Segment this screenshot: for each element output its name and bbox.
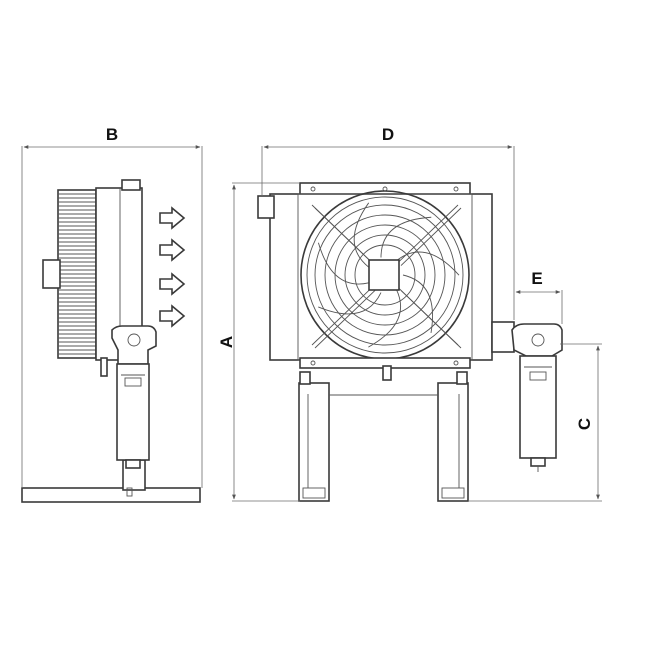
fan-brace (397, 204, 459, 263)
fan-blade (395, 251, 460, 276)
front-view (257, 182, 563, 502)
fan-blade (318, 292, 382, 315)
dimension-label-b: B (106, 125, 118, 144)
side-filter-body (116, 363, 150, 461)
fan-brace (400, 290, 462, 349)
airflow-arrow-icon (159, 238, 186, 262)
fan-blade (353, 202, 370, 268)
fan-brace (311, 287, 373, 346)
fan-brace (314, 290, 376, 349)
front-leg-right (437, 382, 469, 502)
airflow-arrow-icon (159, 304, 186, 328)
fan-brace (400, 207, 462, 266)
fan-blade (380, 216, 432, 258)
dimension-label-d: D (382, 125, 394, 144)
fan-guard-ring (354, 244, 416, 306)
side-fin-block (57, 189, 97, 359)
fan-blade (402, 274, 433, 334)
airflow-arrows (159, 206, 186, 328)
dimension-label-e: E (531, 269, 542, 288)
fan-guard-ring (344, 234, 426, 316)
fan-brace (314, 207, 376, 266)
dimensions: B D A E C (21, 125, 602, 502)
dimension-label-a: A (217, 336, 236, 348)
airflow-arrow-icon (159, 272, 186, 296)
fan-guard-ring (334, 224, 436, 326)
fan-blade (317, 242, 369, 285)
side-port (42, 259, 61, 289)
front-inlet-port (257, 195, 275, 219)
side-base-beam (21, 487, 201, 503)
fan-guard-ring (324, 214, 446, 336)
dimension-label-c: C (575, 418, 594, 430)
fan-guard-ring (314, 204, 456, 346)
airflow-arrow-icon (159, 206, 186, 230)
front-filter-body (519, 355, 557, 459)
front-filter-head (511, 323, 563, 357)
front-leg-left (298, 382, 330, 502)
front-outlet-pipe (491, 321, 515, 353)
fan-hub (368, 259, 400, 291)
side-filter-head (111, 325, 157, 365)
side-view (21, 179, 201, 503)
fan-blade (368, 288, 401, 348)
